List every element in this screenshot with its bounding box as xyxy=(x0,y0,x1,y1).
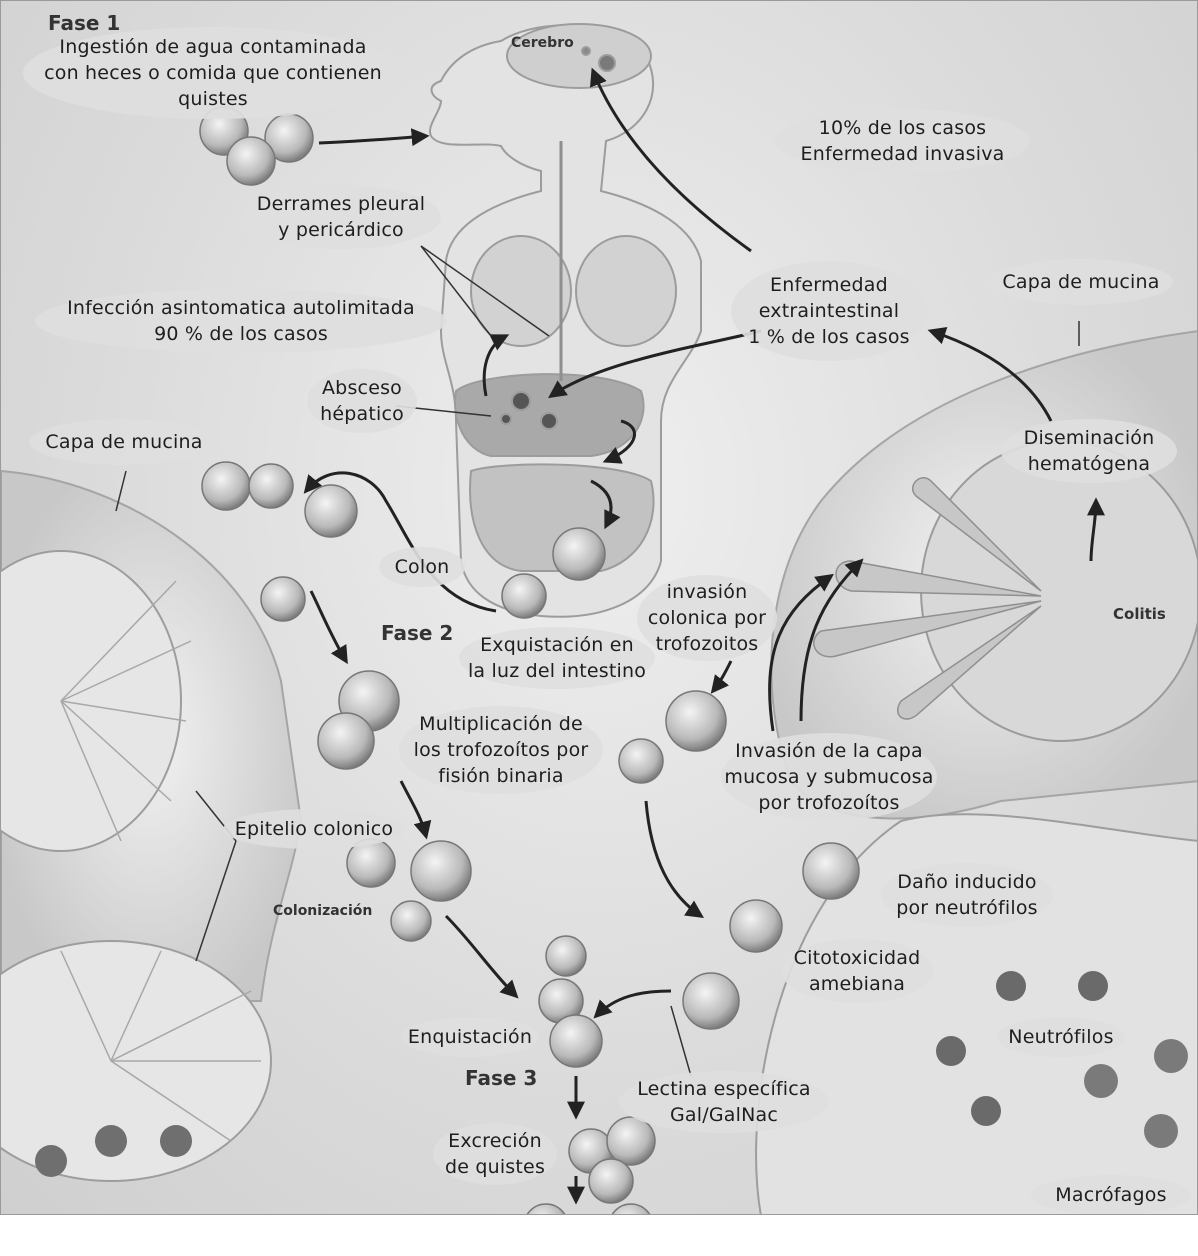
colon-callout: Colon xyxy=(379,547,465,587)
multiplication-callout: Multiplicación de los trofozoítos por fi… xyxy=(399,706,603,794)
ingestion-callout: Ingestión de agua contaminada con heces … xyxy=(23,27,403,119)
absceso-callout: Absceso hépatico xyxy=(307,369,417,433)
invasive-disease-callout: 10% de los casos Enfermedad invasiva xyxy=(775,109,1030,173)
derrames-callout: Derrames pleural y pericárdico xyxy=(241,185,441,249)
asymptomatic-infection-callout: Infección asintomatica autolimitada 90 %… xyxy=(35,289,447,353)
epitelio-callout: Epitelio colonico xyxy=(223,809,405,849)
lectin-callout: Lectina específica Gal/GalNac xyxy=(619,1071,829,1133)
mucosa-invasion-callout: Invasión de la capa mucosa y submucosa p… xyxy=(721,733,937,821)
macrofagos-callout: Macrófagos xyxy=(1031,1175,1191,1215)
excystation-callout: Exquistación en la luz del intestino xyxy=(459,627,655,689)
encystation-callout: Enquistación xyxy=(401,1017,539,1057)
cytotoxicity-callout: Citotoxicidad amebiana xyxy=(781,939,933,1003)
phase-2-label: Fase 2 xyxy=(381,621,453,645)
mucina-left-callout: Capa de mucina xyxy=(29,419,219,465)
phase-1-label: Fase 1 xyxy=(48,11,120,35)
diseminacion-callout: Diseminación hematógena xyxy=(1001,419,1177,483)
neutrophil-damage-callout: Daño inducido por neutrófilos xyxy=(881,863,1053,927)
neutrofilos-callout: Neutrófilos xyxy=(997,1017,1125,1057)
cerebro-label: Cerebro xyxy=(511,35,574,51)
human-body-illustration xyxy=(430,24,701,617)
phase-3-label: Fase 3 xyxy=(465,1066,537,1090)
colonic-invasion-callout: invasión colonica por trofozoitos xyxy=(637,575,777,661)
colonizacion-label: Colonización xyxy=(273,903,372,919)
cyst-excretion-callout: Excreción de quistes xyxy=(433,1123,557,1185)
extraintestinal-callout: Enfermedad extraintestinal 1 % de los ca… xyxy=(731,261,927,361)
amoebiasis-life-cycle-diagram: Fase 1 Fase 2 Fase 3 Cerebro Colitis Col… xyxy=(0,0,1198,1215)
colitis-label: Colitis xyxy=(1113,605,1166,623)
mucina-right-callout: Capa de mucina xyxy=(989,259,1173,305)
